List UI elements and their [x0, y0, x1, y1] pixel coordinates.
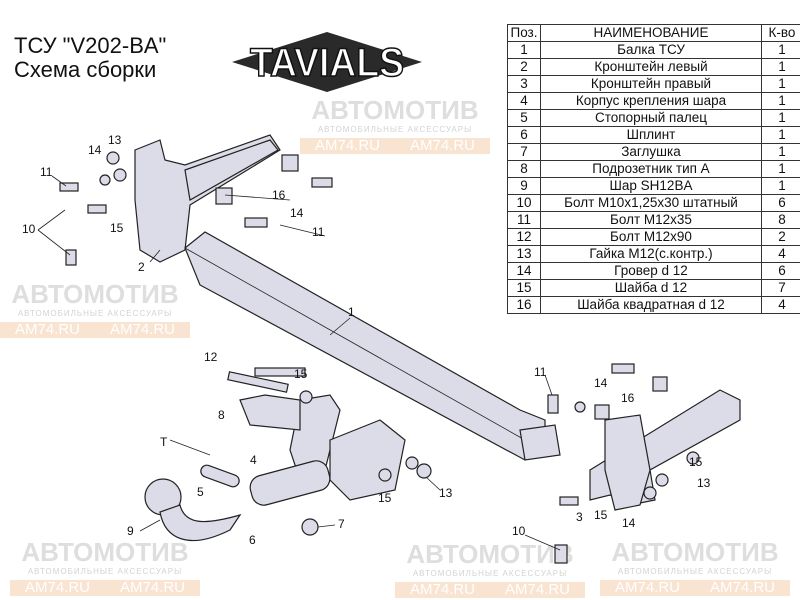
cell-pos: 12 — [507, 228, 541, 246]
callout-number: 11 — [534, 365, 547, 379]
tavials-logo: TAVIALS — [232, 32, 422, 92]
cell-name: Болт М12х90 — [540, 228, 762, 246]
title-model: ТСУ "V202-BA" — [14, 33, 167, 58]
tow-ball — [144, 478, 319, 542]
cell-name: Шар SH12BA — [540, 177, 762, 195]
callout-number: 13 — [439, 486, 453, 500]
callout-number: 15 — [110, 221, 124, 235]
callout-number: 13 — [697, 476, 711, 490]
callout-number: 15 — [594, 508, 608, 522]
page-title: ТСУ "V202-BA" Схема сборки — [14, 34, 166, 82]
callout-number: 14 — [594, 376, 608, 390]
cell-name: Шплинт — [540, 126, 762, 144]
callout-number: 13 — [108, 133, 122, 147]
callout-number: T — [160, 435, 168, 449]
callout-number: 7 — [338, 517, 345, 531]
ball-mount — [200, 394, 406, 506]
cell-name: Шайба квадратная d 12 — [540, 296, 762, 314]
callout-number: 8 — [218, 408, 225, 422]
callout-number: 1 — [348, 305, 355, 319]
callout-number: 2 — [138, 260, 145, 274]
beam — [184, 231, 561, 461]
callout-number: 12 — [204, 350, 218, 364]
callout-number: 15 — [689, 455, 703, 469]
callout-number: 14 — [622, 516, 636, 530]
cell-qty: 4 — [761, 296, 800, 314]
cell-pos: 16 — [507, 296, 541, 314]
callout-number: 10 — [22, 222, 36, 236]
callout-number: 9 — [127, 524, 134, 538]
right-bracket — [589, 389, 741, 511]
callout-number: 16 — [272, 188, 286, 202]
callout-number: 11 — [312, 225, 325, 239]
callout-number: 4 — [250, 453, 257, 467]
cell-name: Балка ТСУ — [540, 41, 762, 59]
logo-text: TAVIALS — [250, 41, 404, 85]
callout-number: 14 — [290, 206, 304, 220]
cell-pos: 13 — [507, 245, 541, 263]
cell-pos: 10 — [507, 194, 541, 212]
fasteners — [59, 151, 700, 564]
cell-name: Шайба d 12 — [540, 279, 762, 297]
left-bracket — [134, 134, 281, 263]
cell-name: Болт М12х35 — [540, 211, 762, 229]
cell-name: Корпус крепления шара — [540, 92, 762, 110]
callout-number: 11 — [40, 165, 53, 179]
callout-number: 16 — [621, 391, 635, 405]
callout-number: 5 — [197, 485, 204, 499]
callout-number: 10 — [512, 524, 526, 538]
leader-lines — [37, 175, 561, 551]
callout-number: 6 — [249, 533, 256, 547]
title-subtitle: Схема сборки — [14, 57, 157, 82]
callout-number: 15 — [378, 491, 392, 505]
cell-pos: 15 — [507, 279, 541, 297]
callout-number: 14 — [88, 143, 102, 157]
callout-number: 15 — [294, 367, 308, 381]
callout-number: 3 — [576, 510, 583, 524]
cell-name: Кронштейн левый — [540, 58, 762, 76]
table-header-row: Поз. НАИМЕНОВАНИЕ К-во — [507, 24, 800, 42]
